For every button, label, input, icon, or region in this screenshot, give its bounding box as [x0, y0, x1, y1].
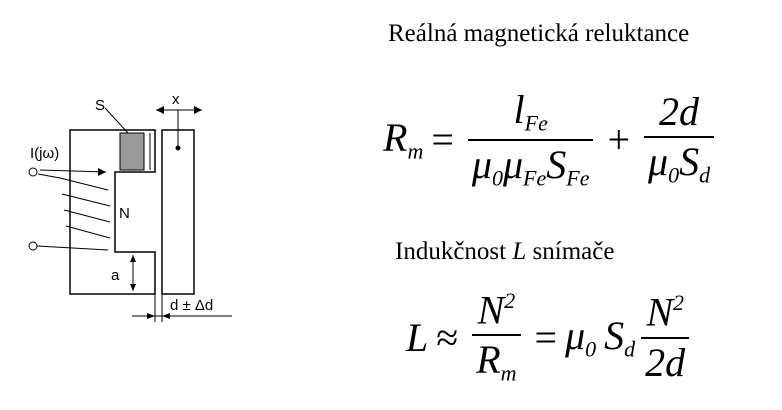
eq2-lhs: L — [406, 315, 429, 361]
magnetic-core — [69, 129, 156, 295]
pole-face — [119, 132, 145, 171]
eq2-fraction-2: N2 2d — [641, 292, 690, 382]
heading-inductance: Indukčnost L snímače — [395, 238, 615, 265]
label-s: S — [95, 97, 105, 114]
label-current: I(jω) — [30, 145, 59, 162]
heading-reluctance: Reálná magnetická reluktance — [388, 20, 690, 47]
armature-point — [175, 145, 181, 151]
label-d: d ± Δd — [170, 297, 213, 314]
s-leader — [104, 107, 129, 134]
terminal-bottom — [28, 241, 38, 251]
reluctance-equation: Rm = lFe μ0μFeSFe + 2d μ0Sd — [383, 90, 720, 189]
eq2-equals: = — [534, 315, 558, 361]
eq2-mu0: μ0 — [565, 313, 597, 362]
label-a: a — [111, 267, 120, 284]
terminal-top — [28, 167, 38, 177]
armature — [161, 129, 195, 295]
label-n: N — [119, 205, 130, 222]
eq1-fraction-1: lFe μ0μFeSFe — [467, 90, 594, 189]
inductance-equation: L ≈ N2 Rm = μ0 Sd N2 2d — [406, 290, 695, 385]
sensor-diagram: S x I(jω) N a d ± Δd — [28, 91, 232, 322]
current-arrow — [39, 169, 107, 173]
eq1-equals: = — [431, 117, 454, 163]
eq2-fraction-1: N2 Rm — [472, 290, 521, 385]
eq1-lhs: Rm — [383, 115, 424, 165]
eq2-approx: ≈ — [436, 315, 459, 361]
eq1-fraction-2: 2d μ0Sd — [644, 92, 715, 187]
eq2-sd: Sd — [604, 313, 636, 362]
label-x: x — [172, 91, 180, 108]
coil-windings — [36, 173, 111, 251]
eq1-plus: + — [607, 117, 631, 163]
